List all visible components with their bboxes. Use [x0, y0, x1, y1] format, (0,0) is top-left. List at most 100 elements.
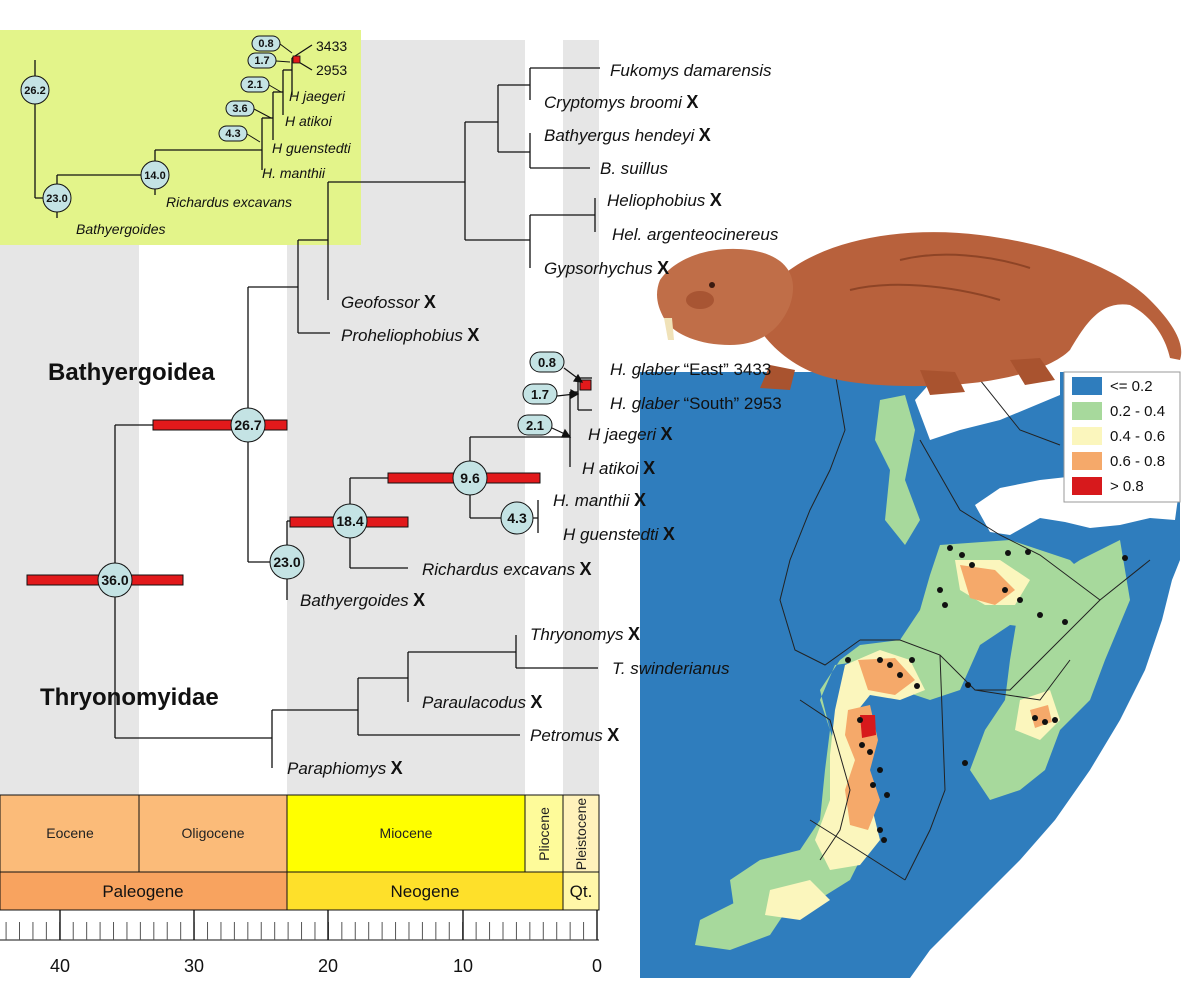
extinct-mark: X	[663, 524, 675, 544]
clade-label-thryonomyidae: Thryonomyidae	[40, 684, 219, 711]
svg-text:H. manthii X: H. manthii X	[553, 490, 646, 510]
inset-node-label-26-2: 26.2	[24, 85, 45, 97]
inset-pill-2-1: 2.1	[247, 79, 262, 91]
tip-hglaber-east-pop: “East” 3433	[683, 360, 771, 379]
legend-label-5: > 0.8	[1110, 478, 1144, 495]
svg-text:T. swinderianus: T. swinderianus	[612, 659, 730, 678]
extinct-mark: X	[391, 758, 403, 778]
legend-label-3: 0.4 - 0.6	[1110, 428, 1165, 445]
extinct-mark: X	[710, 190, 722, 210]
tip-gypsorhychus: Gypsorhychus	[544, 259, 653, 278]
tip-bathyergus: Bathyergus hendeyi	[544, 126, 695, 145]
extinct-mark: X	[686, 92, 698, 112]
node-label-36: 36.0	[101, 572, 128, 588]
tip-heliophobius: Heliophobius	[607, 191, 706, 210]
svg-text:Thryonomys X: Thryonomys X	[530, 624, 640, 644]
epoch-oligocene: Oligocene	[181, 825, 244, 841]
tip-fukomys: Fukomys damarensis	[610, 61, 772, 80]
tip-bathyergoides: Bathyergoides	[300, 591, 409, 610]
tip-proheliophobius: Proheliophobius	[341, 326, 463, 345]
pill-label-0-8: 0.8	[538, 355, 556, 370]
inset-tip-bathyergoides: Bathyergoides	[76, 221, 166, 237]
svg-text:Hel. argenteocinereus: Hel. argenteocinereus	[612, 225, 779, 244]
svg-text:H guenstedti X: H guenstedti X	[563, 524, 675, 544]
svg-text:H jaegeri X: H jaegeri X	[588, 424, 673, 444]
period-neogene: Neogene	[390, 882, 459, 901]
inset-node-label-14: 14.0	[144, 170, 165, 182]
svg-text:Heliophobius X: Heliophobius X	[607, 190, 722, 210]
period-paleogene: Paleogene	[102, 882, 183, 901]
inset-tip-hmanthii: H. manthii	[262, 165, 326, 181]
inset-tip-3433: 3433	[316, 38, 347, 54]
svg-text:Bathyergus hendeyi X: Bathyergus hendeyi X	[544, 125, 711, 145]
inset-tip-hatikoi: H atikoi	[285, 113, 333, 129]
tip-geofossor: Geofossor	[341, 293, 421, 312]
node-label-26-7: 26.7	[234, 417, 261, 433]
tip-petromus: Petromus	[530, 726, 603, 745]
node-label-23: 23.0	[273, 554, 300, 570]
extinct-mark: X	[467, 325, 479, 345]
axis-major-ticks	[59, 910, 598, 940]
svg-text:Paraulacodus X: Paraulacodus X	[422, 692, 542, 712]
inset-tip-hjaegeri: H jaegeri	[289, 88, 346, 104]
inset-tip-2953: 2953	[316, 62, 347, 78]
svg-text:Fukomys damarensis: Fukomys damarensis	[610, 61, 772, 80]
extinct-mark: X	[643, 458, 655, 478]
node-label-18-4: 18.4	[336, 513, 363, 529]
extinct-mark: X	[699, 125, 711, 145]
svg-text:B. suillus: B. suillus	[600, 159, 669, 178]
extinct-mark: X	[607, 725, 619, 745]
tip-richardus: Richardus excavans	[422, 560, 576, 579]
inset-pill-1-7: 1.7	[254, 55, 269, 67]
tip-cryptomys: Cryptomys broomi	[544, 93, 683, 112]
inset-tip-hguenstedti: H guenstedti	[272, 140, 351, 156]
distribution-map	[640, 371, 1181, 978]
svg-text:H. glaber “South” 2953: H. glaber “South” 2953	[610, 394, 782, 413]
node-label-4-3: 4.3	[507, 510, 527, 526]
node-circles	[97, 407, 534, 598]
tip-hglaber-east: H. glaber	[610, 360, 680, 379]
pill-markers	[517, 351, 584, 438]
tip-labels: Fukomys damarensis Cryptomys broomi X Ba…	[287, 61, 782, 778]
legend-label-4: 0.6 - 0.8	[1110, 453, 1165, 470]
svg-text:Geofossor X: Geofossor X	[341, 292, 436, 312]
tip-hglaber-south: H. glaber	[610, 394, 680, 413]
axis-tick-0: 0	[592, 956, 602, 976]
inset-pill-3-6: 3.6	[232, 103, 247, 115]
pill-label-1-7: 1.7	[531, 387, 549, 402]
axis-tick-20: 20	[318, 956, 338, 976]
svg-text:Bathyergoides X: Bathyergoides X	[300, 590, 425, 610]
tip-tswinderianus: T. swinderianus	[612, 659, 730, 678]
axis-tick-40: 40	[50, 956, 70, 976]
inset-node-label-23: 23.0	[46, 193, 67, 205]
tip-hjaegeri: H jaegeri	[588, 425, 657, 444]
svg-text:H atikoi X: H atikoi X	[582, 458, 655, 478]
legend-label-1: <= 0.2	[1110, 378, 1153, 395]
inset-pill-4-3: 4.3	[225, 128, 240, 140]
tip-paraphiomys: Paraphiomys	[287, 759, 387, 778]
legend-label-2: 0.2 - 0.4	[1110, 403, 1165, 420]
svg-text:Cryptomys broomi X: Cryptomys broomi X	[544, 92, 698, 112]
axis-minor-ticks	[5, 922, 598, 940]
extinct-mark: X	[530, 692, 542, 712]
epoch-eocene: Eocene	[46, 825, 94, 841]
epoch-miocene: Miocene	[380, 825, 433, 841]
svg-text:Petromus X: Petromus X	[530, 725, 619, 745]
tip-hguenstedti: H guenstedti	[563, 525, 660, 544]
svg-text:Proheliophobius X: Proheliophobius X	[341, 325, 479, 345]
geologic-timescale	[0, 794, 600, 941]
period-quaternary: Qt.	[570, 882, 593, 901]
inset-panel	[0, 30, 361, 245]
tip-bsuillus: B. suillus	[600, 159, 669, 178]
extinct-mark: X	[628, 624, 640, 644]
tip-thryonomys: Thryonomys	[530, 625, 624, 644]
inset-pills	[218, 35, 293, 143]
svg-text:H. glaber “East” 3433: H. glaber “East” 3433	[610, 360, 771, 379]
axis-tick-10: 10	[453, 956, 473, 976]
svg-text:Paraphiomys X: Paraphiomys X	[287, 758, 403, 778]
axis-tick-30: 30	[184, 956, 204, 976]
pill-label-2-1: 2.1	[526, 418, 544, 433]
clade-label-bathyergoidea: Bathyergoidea	[48, 359, 215, 386]
epoch-pleistocene: Pleistocene	[573, 798, 589, 871]
tip-hatikoi: H atikoi	[582, 459, 640, 478]
